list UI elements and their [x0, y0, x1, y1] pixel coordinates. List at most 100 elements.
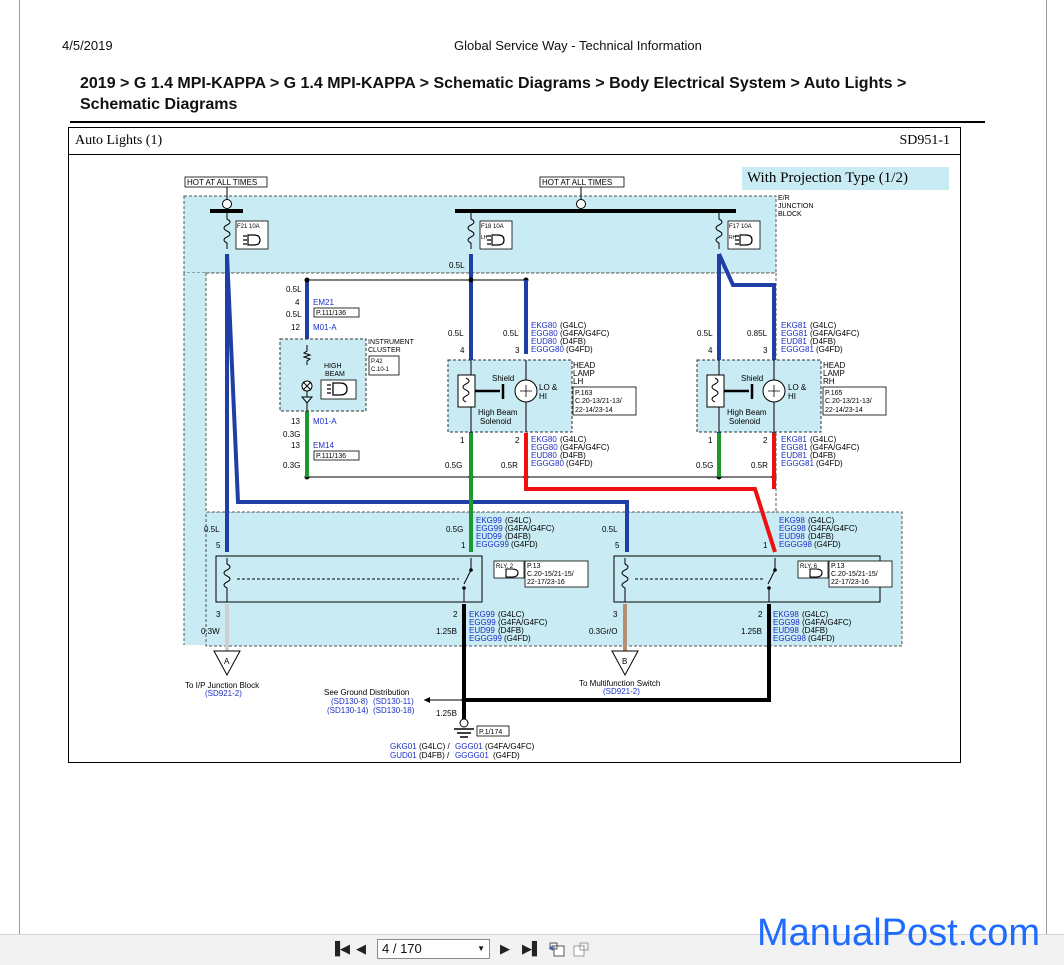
svg-text:(G4LC): (G4LC) [802, 610, 829, 619]
svg-text:(G4FA/G4FC): (G4FA/G4FC) [560, 443, 610, 452]
svg-text:22-17/23-16: 22-17/23-16 [527, 579, 565, 586]
svg-text:EKG99: EKG99 [476, 516, 502, 525]
svg-text:INSTRUMENT: INSTRUMENT [368, 339, 415, 346]
svg-text:EGG98: EGG98 [773, 618, 800, 627]
er-junction-block-left-strip [184, 273, 206, 645]
svg-text:To Multifunction Switch: To Multifunction Switch [579, 679, 660, 688]
codes-relay6-bottom: EKG98(G4LC) EGG98(G4FA/G4FC) EUD98(D4FB)… [773, 610, 852, 643]
diagram-title: Auto Lights (1) [75, 133, 163, 148]
high-beam-indicator-icon [327, 382, 348, 396]
svg-text:(G4FA/G4FC): (G4FA/G4FC) [802, 618, 852, 627]
svg-text:F21 10A: F21 10A [237, 224, 260, 230]
svg-text:0.3W: 0.3W [201, 627, 220, 636]
svg-text:3: 3 [763, 346, 768, 355]
svg-text:0.5L: 0.5L [204, 525, 220, 534]
svg-text:22-14/23-14: 22-14/23-14 [825, 407, 863, 414]
svg-text:See Ground Distribution: See Ground Distribution [324, 688, 409, 697]
svg-text:EKG98: EKG98 [779, 516, 805, 525]
svg-text:HEAD: HEAD [573, 361, 595, 370]
svg-text:EUD98: EUD98 [779, 532, 805, 541]
svg-text:EUD99: EUD99 [469, 626, 495, 635]
codes-rh-bottom: EKG81(G4LC) EGG81(G4FA/G4FC) EUD81(D4FB)… [781, 435, 860, 468]
junction-block-label-2: JUNCTION [778, 203, 813, 210]
svg-text:LO &: LO & [788, 383, 807, 392]
svg-text:(SD130-18): (SD130-18) [373, 706, 415, 715]
last-page-icon[interactable]: ▶▌ [522, 942, 542, 957]
svg-text:RLY. 2: RLY. 2 [496, 564, 514, 570]
svg-text:3: 3 [613, 610, 618, 619]
svg-text:12: 12 [291, 323, 300, 332]
svg-text:0.5L: 0.5L [286, 285, 302, 294]
svg-text:(G4LC): (G4LC) [505, 516, 532, 525]
next-view-icon[interactable] [572, 942, 590, 958]
headlamp-icon [243, 234, 261, 246]
svg-text:(D4FB): (D4FB) [505, 532, 531, 541]
first-page-icon[interactable]: ▐◀ [330, 942, 350, 957]
svg-text:5: 5 [615, 541, 620, 550]
svg-text:0.3Gr/O: 0.3Gr/O [589, 627, 617, 636]
svg-text:5: 5 [216, 541, 221, 550]
ground-icon [454, 728, 474, 738]
svg-text:0.5R: 0.5R [751, 461, 768, 470]
svg-text:LAMP: LAMP [573, 369, 595, 378]
next-page-icon[interactable]: ▶ [500, 942, 510, 957]
svg-text:EGGG81: EGGG81 [781, 345, 814, 354]
svg-text:EGGG99: EGGG99 [469, 634, 502, 643]
svg-text:1.25B: 1.25B [436, 627, 457, 636]
page-number-input[interactable]: 4 / 170 ▼ [377, 939, 490, 959]
svg-text:EUD81: EUD81 [781, 451, 807, 460]
svg-text:(SD921-2): (SD921-2) [603, 687, 640, 696]
diagram-title-rule [69, 154, 960, 155]
terminal-b [611, 650, 639, 677]
svg-text:EM21: EM21 [313, 298, 334, 307]
svg-text:(G4FA/G4FC): (G4FA/G4FC) [498, 618, 548, 627]
svg-text:HIGH: HIGH [324, 363, 342, 370]
junction-block-label-3: BLOCK [778, 211, 802, 218]
codes-relay6-top: EKG98(G4LC) EGG98(G4FA/G4FC) EUD98(D4FB)… [779, 516, 858, 549]
svg-text:(D4FB): (D4FB) [810, 451, 836, 460]
diagram-code: SD951-1 [899, 133, 950, 148]
svg-text:(G4LC): (G4LC) [498, 610, 525, 619]
svg-text:0.5L: 0.5L [602, 525, 618, 534]
headlamp-icon [735, 234, 753, 246]
svg-text:(G4FD): (G4FD) [504, 634, 531, 643]
wiring-schematic-svg: HOT AT ALL TIMES HOT AT ALL TIMES E/R JU… [183, 176, 903, 760]
codes-lh-top: EKG80(G4LC) EGG80(G4FA/G4FC) EUD80(D4FB)… [531, 321, 610, 354]
svg-text:0.5G: 0.5G [445, 461, 462, 470]
svg-text:(G4FD): (G4FD) [814, 540, 841, 549]
svg-text:(G4FD): (G4FD) [816, 459, 843, 468]
svg-text:C.10-1: C.10-1 [371, 367, 390, 373]
previous-page-icon[interactable]: ◀ [356, 942, 366, 957]
print-date: 4/5/2019 [62, 38, 113, 53]
codes-relay2-top: EKG99(G4LC) EGG99(G4FA/G4FC) EUD99(D4FB)… [476, 516, 555, 549]
fuse-f21: F21 10A [223, 213, 269, 250]
svg-text:(G4FD): (G4FD) [493, 751, 520, 760]
svg-text:EGGG98: EGGG98 [773, 634, 806, 643]
site-title: Global Service Way - Technical Informati… [454, 38, 702, 53]
breadcrumb-divider [70, 121, 985, 123]
svg-text:EGG80: EGG80 [531, 443, 558, 452]
previous-view-icon[interactable] [548, 942, 566, 958]
svg-text:(G4FD): (G4FD) [808, 634, 835, 643]
svg-text:(G4LC): (G4LC) [560, 321, 587, 330]
svg-text:LAMP: LAMP [823, 369, 845, 378]
chevron-down-icon[interactable]: ▼ [477, 944, 485, 953]
svg-text:(G4LC): (G4LC) [810, 435, 837, 444]
svg-text:EGG98: EGG98 [779, 524, 806, 533]
svg-text:0.3G: 0.3G [283, 461, 300, 470]
svg-text:High Beam: High Beam [478, 408, 518, 417]
svg-text:0.5L: 0.5L [286, 310, 302, 319]
svg-text:(D4FB): (D4FB) [560, 451, 586, 460]
svg-text:Shield: Shield [741, 374, 763, 383]
blue-wires [225, 253, 776, 552]
svg-text:4: 4 [460, 346, 465, 355]
svg-text:EGG81: EGG81 [781, 329, 808, 338]
svg-text:B: B [622, 657, 627, 666]
svg-text:(G4FA/G4FC): (G4FA/G4FC) [810, 443, 860, 452]
codes-lh-bottom: EKG80(G4LC) EGG80(G4FA/G4FC) EUD80(D4FB)… [531, 435, 610, 468]
red-wires [524, 433, 777, 553]
svg-text:EGGG98: EGGG98 [779, 540, 812, 549]
svg-text:GGGG01: GGGG01 [455, 751, 489, 760]
svg-text:EUD81: EUD81 [781, 337, 807, 346]
svg-text:(D4FB): (D4FB) [808, 532, 834, 541]
